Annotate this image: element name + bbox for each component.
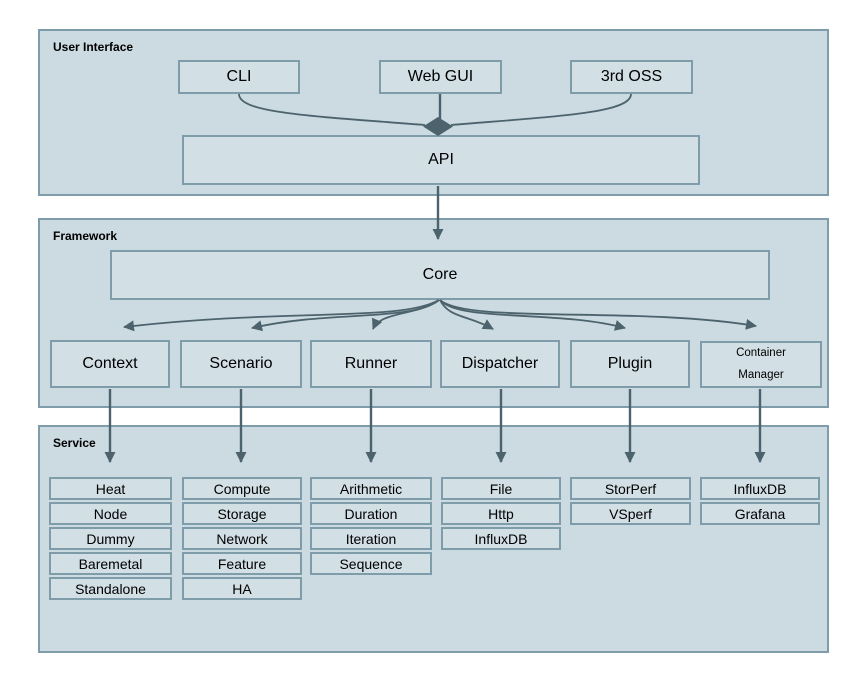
service-item-node: Node <box>49 502 172 525</box>
container-manager-label: Container Manager <box>736 346 786 381</box>
panel-title-user-interface: User Interface <box>53 40 134 54</box>
box-container-manager: Container Manager <box>700 341 822 388</box>
service-item-iteration: Iteration <box>310 527 432 550</box>
service-item-baremetal: Baremetal <box>49 552 172 575</box>
service-item-storperf: StorPerf <box>570 477 691 500</box>
service-item-standalone: Standalone <box>49 577 172 600</box>
box-api: API <box>182 135 700 185</box>
box-dispatcher: Dispatcher <box>440 340 560 388</box>
service-item-feature: Feature <box>182 552 302 575</box>
service-item-ha: HA <box>182 577 302 600</box>
service-column-dispatcher: File Http InfluxDB <box>441 477 561 552</box>
box-plugin: Plugin <box>570 340 690 388</box>
box-runner: Runner <box>310 340 432 388</box>
service-item-storage: Storage <box>182 502 302 525</box>
box-3rd-oss: 3rd OSS <box>570 60 693 94</box>
service-item-network: Network <box>182 527 302 550</box>
service-item-influxdb: InfluxDB <box>441 527 561 550</box>
panel-title-framework: Framework <box>53 229 118 243</box>
service-column-runner: Arithmetic Duration Iteration Sequence <box>310 477 432 577</box>
service-item-vsperf: VSperf <box>570 502 691 525</box>
service-column-context: Heat Node Dummy Baremetal Standalone <box>49 477 172 602</box>
box-cli: CLI <box>178 60 300 94</box>
box-context: Context <box>50 340 170 388</box>
box-core: Core <box>110 250 770 300</box>
service-item-file: File <box>441 477 561 500</box>
service-item-arithmetic: Arithmetic <box>310 477 432 500</box>
service-column-plugin: StorPerf VSperf <box>570 477 691 527</box>
service-item-heat: Heat <box>49 477 172 500</box>
box-scenario: Scenario <box>180 340 302 388</box>
service-item-influxdb2: InfluxDB <box>700 477 820 500</box>
panel-title-service: Service <box>53 436 96 450</box>
service-item-dummy: Dummy <box>49 527 172 550</box>
service-column-container-manager: InfluxDB Grafana <box>700 477 820 527</box>
box-web-gui: Web GUI <box>379 60 502 94</box>
service-column-scenario: Compute Storage Network Feature HA <box>182 477 302 602</box>
service-item-http: Http <box>441 502 561 525</box>
service-item-duration: Duration <box>310 502 432 525</box>
service-item-sequence: Sequence <box>310 552 432 575</box>
service-item-compute: Compute <box>182 477 302 500</box>
service-item-grafana: Grafana <box>700 502 820 525</box>
